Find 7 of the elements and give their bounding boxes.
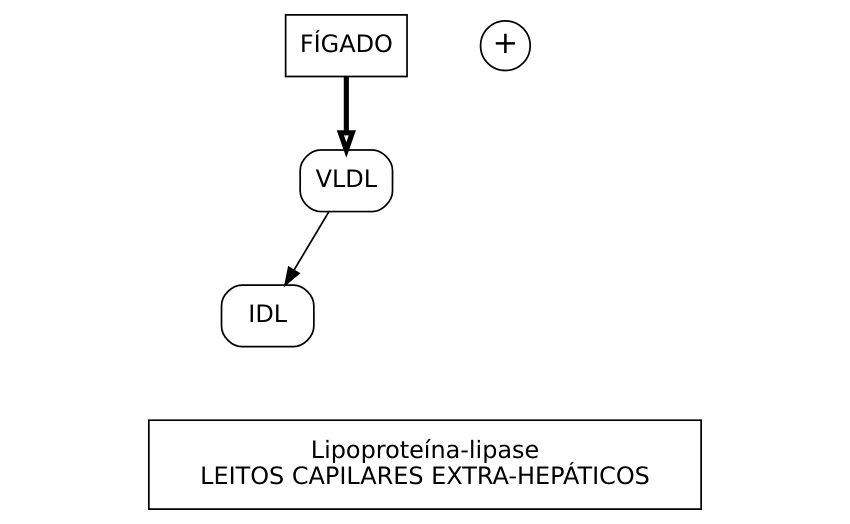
node-box: IDL — [220, 284, 315, 348]
arrow — [336, 76, 356, 158]
node-box: Lipoproteína-lipase LEITOS CAPILARES EXTRA-HEPÁTICOS — [148, 419, 702, 510]
node-box: FÍGADO — [284, 14, 408, 78]
node-box: VLDL — [299, 149, 394, 212]
arrow — [284, 211, 330, 288]
node-circle: + — [480, 20, 532, 72]
